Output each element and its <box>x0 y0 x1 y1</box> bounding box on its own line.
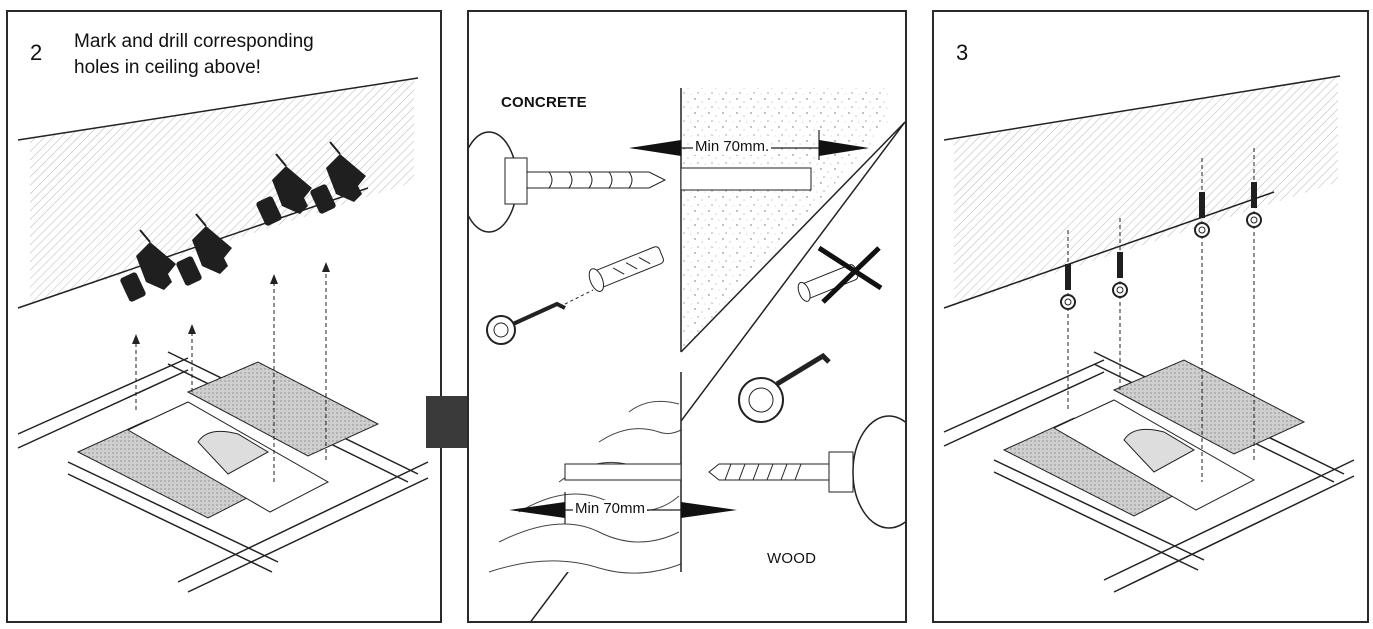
eye-screw-icon <box>486 289 594 345</box>
step-3-panel: 3 <box>932 10 1369 623</box>
ceiling-surface <box>954 76 1338 306</box>
ceiling-surface <box>30 78 414 304</box>
drill-icon <box>708 415 905 529</box>
wall-plug-icon <box>588 246 664 292</box>
step-caption-line1: Mark and drill corresponding <box>74 31 314 52</box>
eye-screw-icon <box>1112 251 1128 298</box>
wood-label: WOOD <box>767 550 817 567</box>
step-number: 3 <box>956 40 969 65</box>
step-3-illustration <box>943 75 1355 593</box>
concrete-min-depth: Min 70mm. <box>693 138 772 155</box>
step-caption-line2: holes in ceiling above! <box>74 57 261 78</box>
material-panel: CONCRETE Min 70mm. Min 70mm WOOD <box>467 10 907 623</box>
concrete-block <box>681 88 889 352</box>
not-allowed-cross-icon <box>797 245 883 304</box>
step-2-illustration <box>17 77 429 593</box>
eye-screw-icon <box>738 352 831 423</box>
step-number: 2 <box>30 40 43 65</box>
tile-right <box>186 361 380 457</box>
drill-icon <box>469 131 667 233</box>
wood-min-depth: Min 70mm <box>573 500 648 517</box>
step-2-panel: 2 Mark and drill corresponding holes in … <box>6 10 442 623</box>
tile-right <box>1112 359 1306 455</box>
concrete-label: CONCRETE <box>501 94 587 111</box>
